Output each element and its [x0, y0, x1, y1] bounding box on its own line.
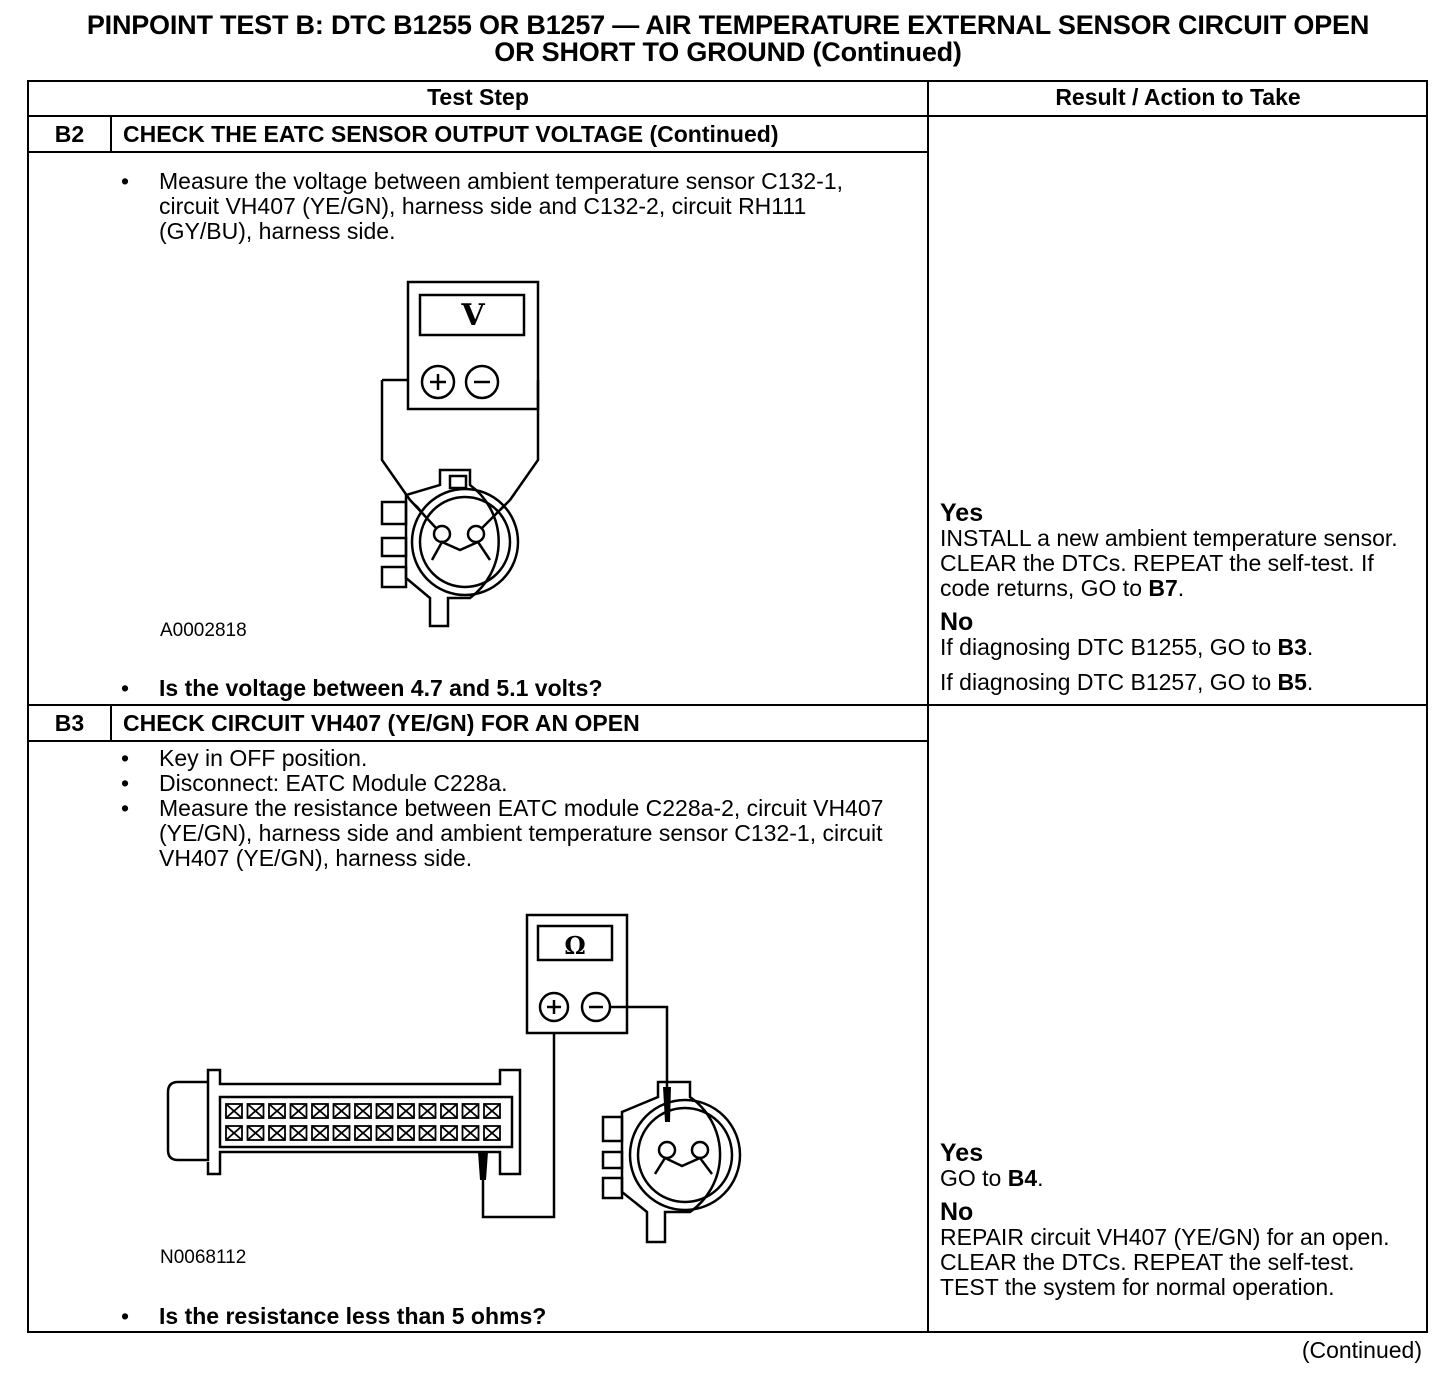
b2-title-divider	[27, 151, 928, 153]
page-title: PINPOINT TEST B: DTC B1255 OR B1257 — AI…	[86, 10, 1370, 67]
yes-action: INSTALL a new ambient temperature sensor…	[940, 525, 1398, 601]
no-label: No	[940, 608, 974, 636]
test-table	[27, 80, 1428, 1333]
instruction-item: Measure the resistance between EATC modu…	[121, 796, 901, 871]
b2-b3-divider	[27, 704, 1428, 706]
step-title: CHECK CIRCUIT VH407 (YE/GN) FOR AN OPEN	[123, 710, 640, 736]
header-divider	[27, 115, 1428, 117]
b3-title-divider	[27, 740, 928, 742]
step-instructions: Measure the voltage between ambient temp…	[121, 169, 901, 244]
ohmmeter-body	[525, 913, 629, 1035]
step-number: B2	[54, 121, 85, 147]
step-number: B3	[54, 710, 85, 736]
yes-label: Yes	[940, 499, 984, 527]
step-title: CHECK THE EATC SENSOR OUTPUT VOLTAGE (Co…	[123, 121, 779, 147]
ohmmeter-connector-diagram: Ω	[166, 913, 742, 1244]
instruction-item: Disconnect: EATC Module C228a.	[121, 771, 901, 797]
no-action-2: If diagnosing DTC B1257, GO to B5.	[940, 669, 1314, 695]
step-question: Is the resistance less than 5 ohms?	[121, 1303, 546, 1330]
yes-action: GO to B4.	[940, 1165, 1044, 1191]
column-divider	[927, 80, 929, 1333]
header-result: Result / Action to Take	[1055, 84, 1301, 110]
no-label: No	[940, 1198, 974, 1226]
instruction-item: Key in OFF position.	[121, 746, 901, 772]
meter-symbol: Ω	[564, 931, 585, 960]
no-action-1: If diagnosing DTC B1255, GO to B3.	[940, 634, 1314, 660]
instruction-item: Measure the voltage between ambient temp…	[121, 169, 901, 244]
b3-result: Yes GO to B4. No REPAIR circuit VH407 (Y…	[940, 1140, 1410, 1300]
voltmeter-sensor-diagram: V	[380, 280, 540, 628]
yes-label: Yes	[940, 1139, 984, 1167]
step-question: Is the voltage between 4.7 and 5.1 volts…	[121, 675, 603, 702]
step-instructions: Key in OFF position. Disconnect: EATC Mo…	[121, 746, 901, 871]
no-action: REPAIR circuit VH407 (YE/GN) for an open…	[940, 1224, 1390, 1300]
b2-result: Yes INSTALL a new ambient temperature se…	[940, 500, 1410, 695]
figure-id: A0002818	[160, 620, 247, 641]
continued-note: (Continued)	[1301, 1337, 1422, 1363]
b2-number-divider	[110, 115, 112, 152]
meter-symbol: V	[460, 298, 485, 333]
figure-id: N0068112	[160, 1247, 247, 1268]
header-test-step: Test Step	[427, 84, 529, 110]
voltmeter-body	[406, 280, 540, 411]
b3-number-divider	[110, 704, 112, 741]
